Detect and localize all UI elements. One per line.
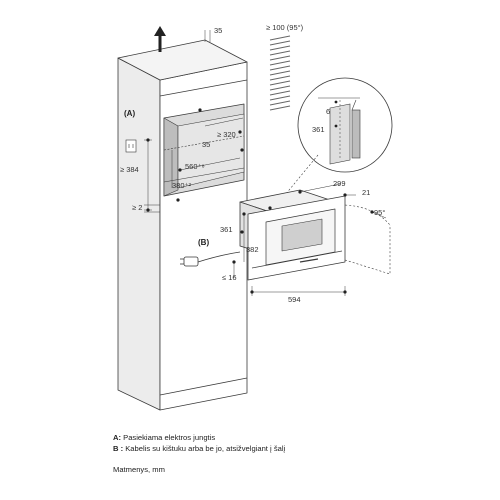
tall-cabinet <box>117 39 248 411</box>
legend-a-key: A: <box>113 433 122 442</box>
power-cable-b <box>180 251 241 267</box>
dim-361-front: 361 <box>220 225 233 234</box>
dim-35-top: 35 <box>214 26 222 35</box>
dimension-dots <box>146 100 374 294</box>
door-swing-arc <box>344 204 391 226</box>
dim-95deg: 95° <box>374 208 385 217</box>
air-flow-up-arrow <box>154 26 166 52</box>
dim-382: 382 <box>246 245 259 254</box>
oven-appliance <box>239 189 346 281</box>
detail-leader <box>284 154 319 196</box>
units-note: Matmenys, mm <box>113 465 165 474</box>
legend-b-key: B : <box>113 444 124 453</box>
dimension-lines <box>144 30 387 296</box>
oven-window <box>281 218 323 252</box>
dim-594: 594 <box>288 295 301 304</box>
dim-560: 560⁺⁸ <box>185 162 205 171</box>
dim-16: ≤ 16 <box>222 273 237 282</box>
cabinet-top-face <box>117 39 248 81</box>
marker-b: (B) <box>198 238 209 247</box>
legend-b: B : Kabelis su kištuku arba be jo, atsiž… <box>113 443 285 454</box>
legend-b-text: Kabelis su kištuku arba be jo, atsižvelg… <box>123 444 286 453</box>
socket-a <box>125 139 137 153</box>
dim-299: 299 <box>333 179 346 188</box>
dim-384: ≥ 384 <box>120 165 139 174</box>
legend-a: A: Pasiekiama elektros jungtis <box>113 432 215 443</box>
dim-21: 21 <box>362 188 370 197</box>
dim-361-detail: 361 <box>312 125 325 134</box>
dim-100-95deg: ≥ 100 (95°) <box>266 23 304 32</box>
ventilation-grill <box>269 35 291 111</box>
marker-a: (A) <box>124 109 135 118</box>
dim-380: 380⁺² <box>172 181 191 190</box>
dim-35-inner: 35 <box>202 140 210 149</box>
dim-320: ≥ 320 <box>217 130 236 139</box>
legend-a-text: Pasiekiama elektros jungtis <box>121 433 216 442</box>
dim-6-detail: 6 <box>326 107 330 116</box>
detail-circle <box>297 77 393 173</box>
dim-2: ≥ 2 <box>132 203 142 212</box>
